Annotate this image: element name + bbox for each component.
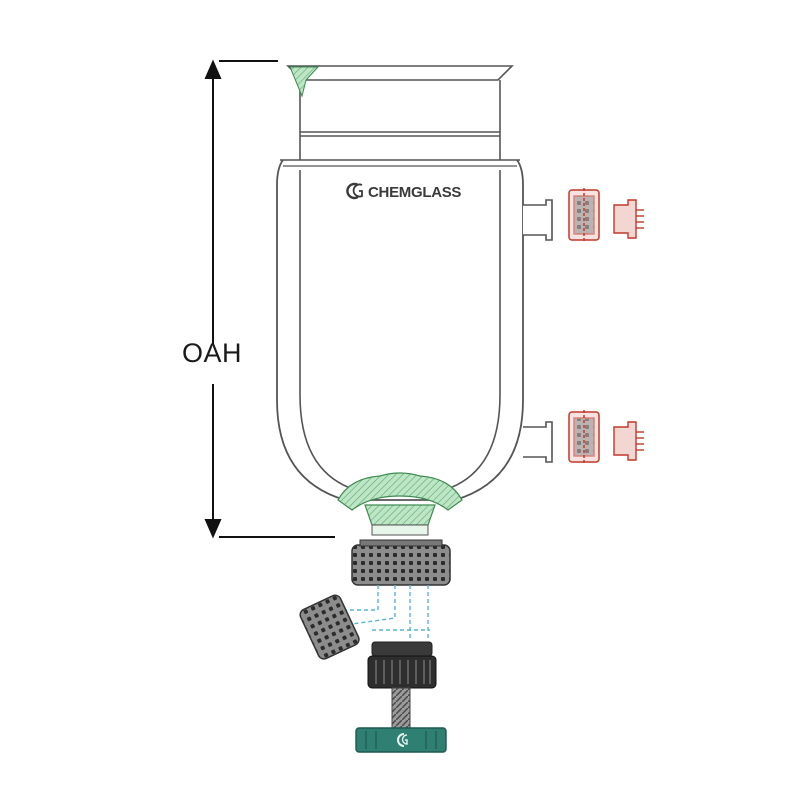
inner-vessel (299, 170, 501, 489)
threaded-stem (391, 687, 411, 729)
hidden-internal-lines (340, 585, 430, 640)
teal-base-knob (355, 727, 447, 753)
bottom-drain-seat (337, 472, 463, 511)
brand-text: CHEMGLASS (368, 184, 461, 201)
chemglass-logo: CHEMGLASS (346, 182, 462, 201)
top-flange (280, 65, 520, 161)
upper-hose-adapter (568, 188, 600, 242)
drain-outlet (371, 524, 429, 536)
upper-jacket-port (523, 199, 553, 241)
lower-hose-adapter (568, 410, 600, 464)
bottom-drain-neck (364, 504, 436, 526)
oah-dimension-line (204, 59, 335, 539)
upper-hose-barb (613, 199, 644, 239)
control-knob (367, 641, 437, 689)
oah-dimension-label: OAH (182, 338, 243, 368)
outer-jacket (276, 159, 524, 501)
side-outlet-cap (299, 594, 360, 660)
lower-jacket-port (523, 421, 553, 463)
ptfe-seal-top (289, 66, 320, 98)
lower-hose-barb (613, 421, 644, 461)
drain-valve-body (351, 539, 451, 586)
